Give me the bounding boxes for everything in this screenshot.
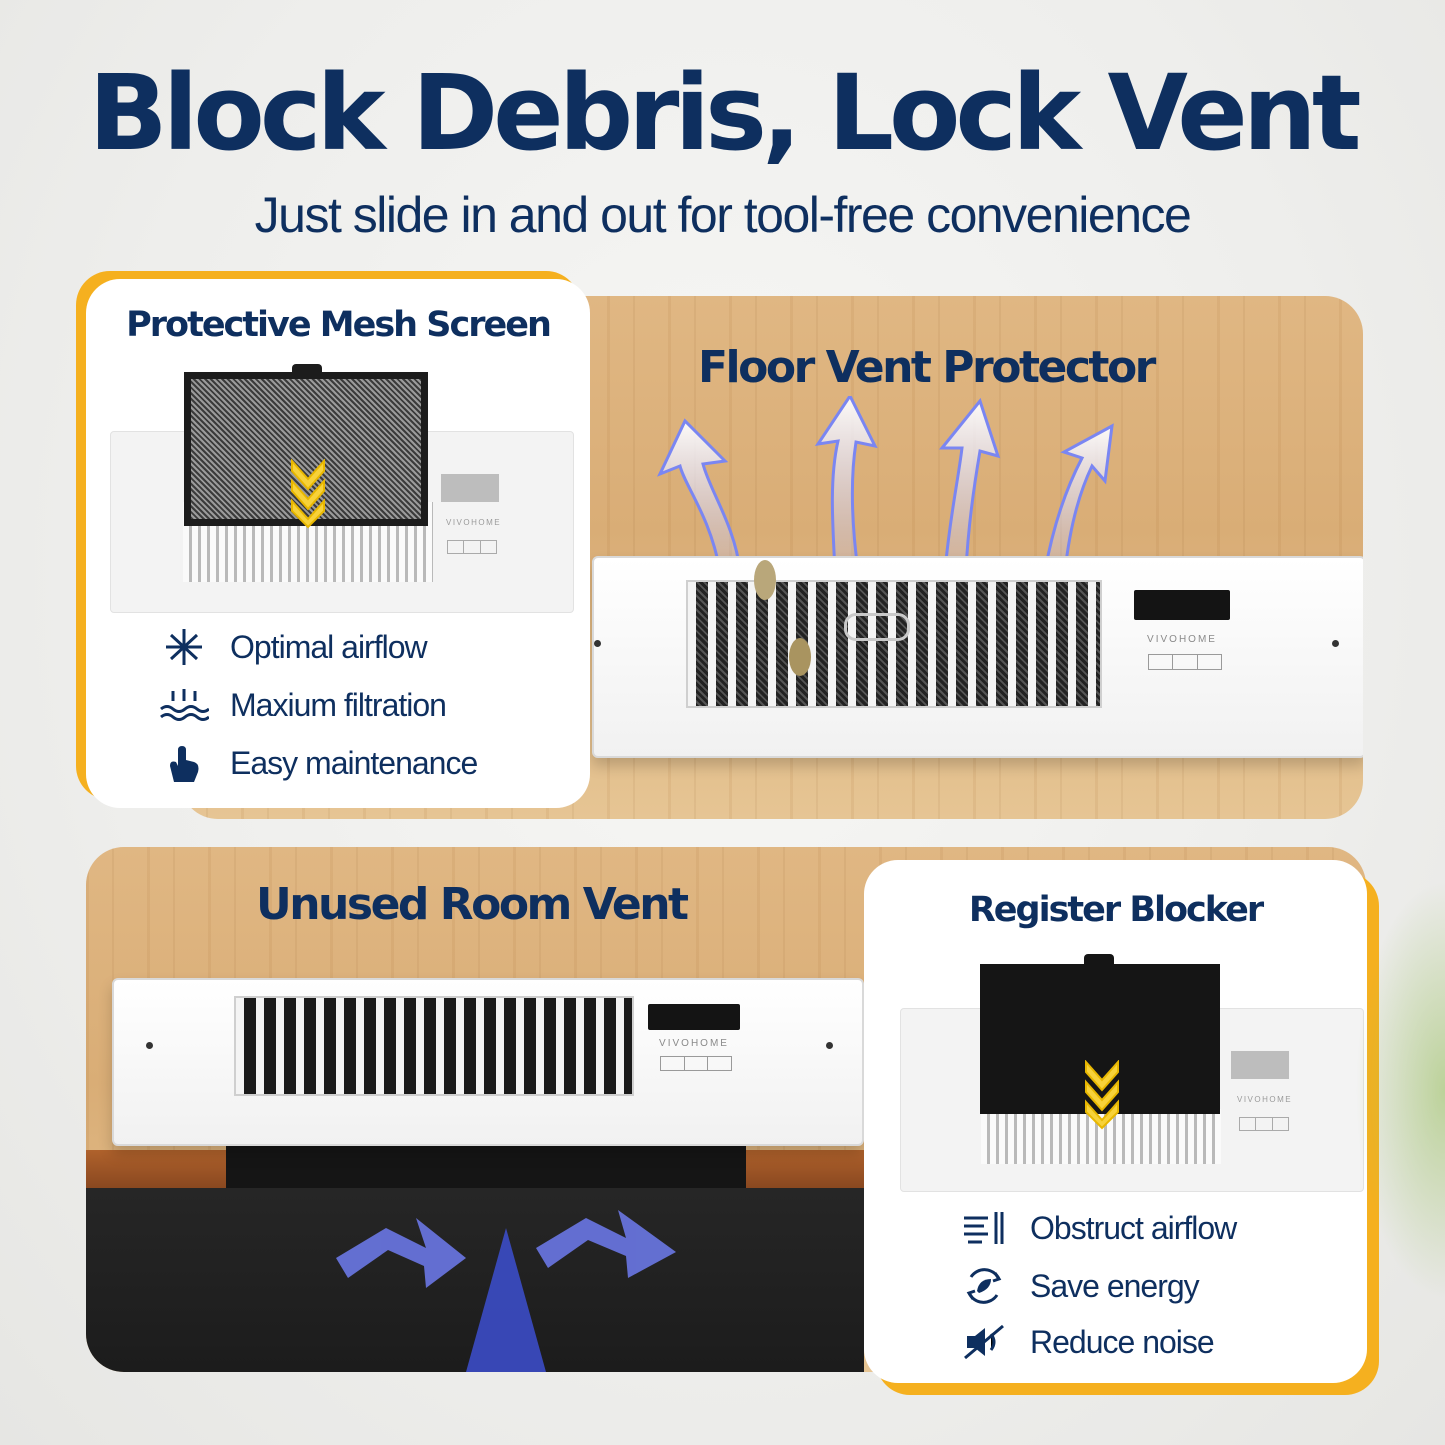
mini-vent-brand: VIVOHOME — [446, 518, 502, 527]
floor-vent-scene: Floor Vent Protector VIVOHOME — [180, 296, 1363, 819]
keys-icon — [844, 613, 910, 641]
duct-cavity — [86, 1188, 864, 1372]
coin-icon — [754, 560, 776, 600]
register-blocker-card: Register Blocker VIVOHOME Obstruct airfl… — [864, 860, 1367, 1383]
feature-easy-maintenance: Easy maintenance — [158, 741, 478, 785]
vent-display — [648, 1004, 740, 1030]
blocked-wind-icon — [958, 1206, 1010, 1250]
vent-brand-label: VIVOHOME — [659, 1038, 729, 1049]
vent-brand-label: VIVOHOME — [1147, 634, 1217, 645]
feature-optimal-airflow: Optimal airflow — [158, 625, 428, 669]
vent-display — [1134, 590, 1230, 620]
feature-save-energy: Save energy — [958, 1264, 1200, 1308]
floor-vent-with-mesh: VIVOHOME — [592, 556, 1363, 758]
filtration-waves-icon — [158, 683, 210, 727]
mini-vent-buttons — [1239, 1117, 1289, 1131]
vent-screw-hole — [146, 1042, 153, 1049]
mute-speaker-icon — [958, 1320, 1010, 1364]
vent-grille-mesh — [686, 580, 1102, 708]
vent-control-buttons — [660, 1056, 732, 1071]
vent-control-buttons — [1148, 654, 1222, 670]
scene-title-floor-vent: Floor Vent Protector — [698, 342, 1156, 393]
subheadline: Just slide in and out for tool-free conv… — [254, 187, 1192, 243]
mini-vent-buttons — [447, 540, 497, 554]
feature-maxium-filtration: Maxium filtration — [158, 683, 447, 727]
feature-reduce-noise: Reduce noise — [958, 1320, 1215, 1364]
mini-vent-display — [1231, 1051, 1289, 1079]
vent-screw-hole — [594, 640, 601, 647]
feature-obstruct-airflow: Obstruct airflow — [958, 1206, 1237, 1250]
headline: Block Debris, Lock Vent — [88, 52, 1361, 174]
scene-title-unused-room: Unused Room Vent — [256, 879, 689, 930]
vent-screw-hole — [826, 1042, 833, 1049]
airflow-up-arrows-icon — [657, 396, 1114, 573]
mesh-screen-panel — [184, 372, 428, 526]
unused-room-vent: VIVOHOME — [112, 978, 864, 1146]
duct-collar — [226, 1146, 746, 1188]
mini-vent-display — [441, 474, 499, 502]
vent-grille — [234, 996, 634, 1096]
card-title-register-blocker: Register Blocker — [968, 890, 1264, 930]
mini-vent-brand: VIVOHOME — [1237, 1095, 1293, 1104]
card-title-mesh-screen: Protective Mesh Screen — [126, 305, 552, 345]
coin-icon — [789, 638, 811, 676]
blocked-airflow-arrows-icon — [336, 1210, 676, 1372]
hand-tap-icon — [158, 741, 210, 785]
eco-cycle-icon — [958, 1264, 1010, 1308]
slide-down-chevron-icon — [1085, 1060, 1119, 1130]
vent-screw-hole — [1332, 640, 1339, 647]
protective-mesh-screen-card: Protective Mesh Screen VIVOHOME Optimal … — [86, 279, 590, 808]
airflow-arrows-icon — [158, 625, 210, 669]
background-plant-blur — [1355, 880, 1445, 1300]
slide-down-chevron-icon — [291, 459, 325, 529]
